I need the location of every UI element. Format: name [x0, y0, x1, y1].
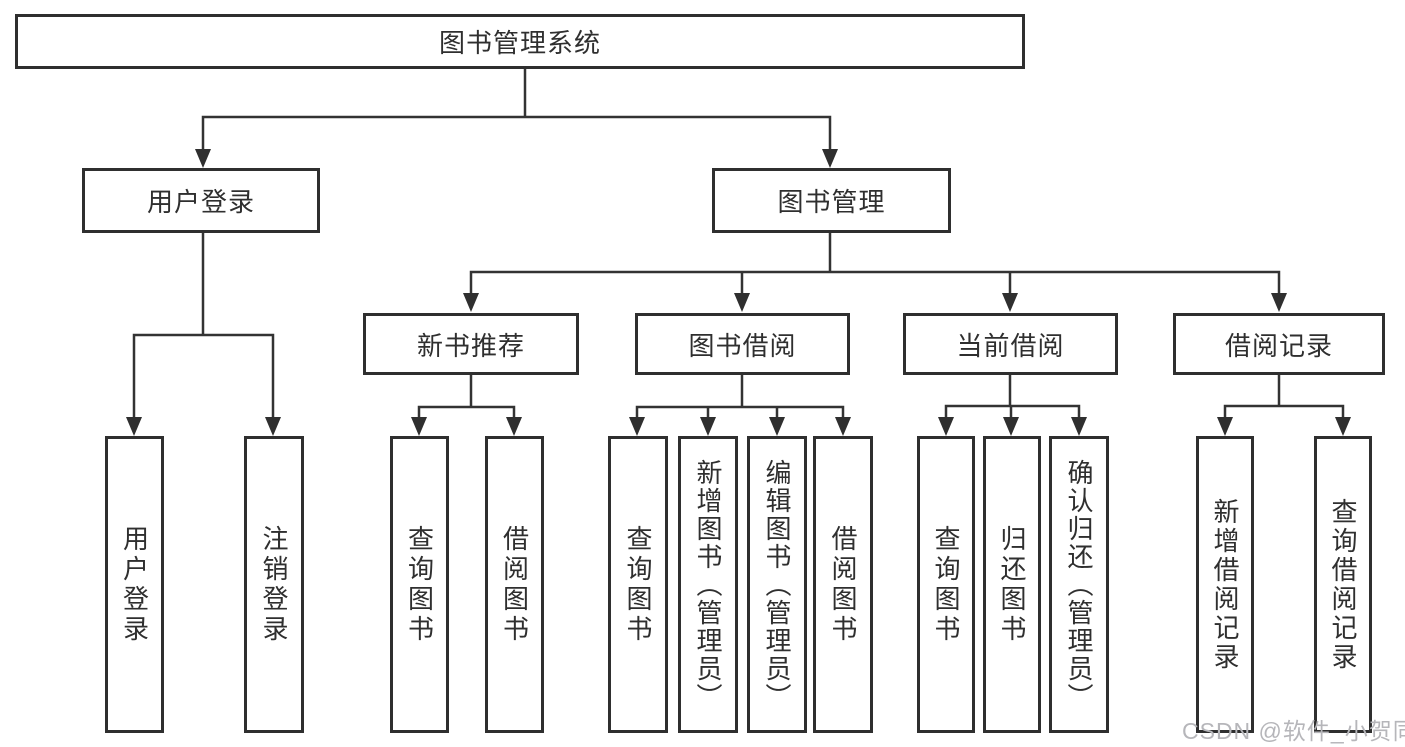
leaf-label: 查询图书	[404, 524, 435, 645]
leaf-label: 新增借阅记录	[1210, 497, 1240, 672]
node-label: 用户登录	[146, 187, 255, 217]
leaf-label: 查询借阅记录	[1328, 497, 1358, 672]
node-label: 借阅记录	[1224, 330, 1333, 361]
arrowhead-nb-leaf2	[506, 417, 522, 436]
leaf-user-login: 用户登录	[105, 436, 164, 733]
leaf-label: 查询图书	[931, 524, 961, 645]
arrowhead-bb-leaf4	[835, 417, 851, 436]
arrowhead-ul-leaf1	[126, 417, 142, 436]
leaf-label: 确认归还（管理员）	[1064, 458, 1094, 711]
leaf-query-borrow-record: 查询借阅记录	[1314, 436, 1372, 733]
leaf-borrow-book-2: 借阅图书	[813, 436, 873, 733]
arrowhead-bb-leaf2	[700, 417, 716, 436]
arrowhead-bb-leaf3	[769, 417, 785, 436]
leaf-query-book-1: 查询图书	[390, 436, 449, 733]
node-book-management: 图书管理	[712, 168, 951, 233]
leaf-borrow-book-1: 借阅图书	[485, 436, 544, 733]
node-label: 当前借阅	[956, 330, 1065, 361]
leaf-add-borrow-record: 新增借阅记录	[1196, 436, 1254, 733]
arrowhead-cb-leaf2	[1003, 417, 1019, 436]
arrowhead-ul-leaf2	[265, 417, 281, 436]
arrowhead-bookborrow	[734, 293, 750, 312]
node-new-book-recommend: 新书推荐	[363, 313, 579, 375]
connector-newbook-branch	[417, 405, 516, 419]
csdn-watermark: CSDN @软件_小贺同学	[1182, 718, 1405, 744]
leaf-confirm-return-admin: 确认归还（管理员）	[1049, 436, 1109, 733]
arrowhead-bookmgmt	[822, 149, 838, 168]
leaf-label: 借阅图书	[499, 524, 530, 645]
leaf-add-book-admin: 新增图书（管理员）	[678, 436, 738, 733]
connector-userlogin-branch	[132, 333, 275, 419]
leaf-label: 用户登录	[119, 524, 150, 645]
connector-currentborrow-branch	[944, 404, 1081, 419]
node-label: 图书管理	[777, 187, 886, 217]
connector-level2-branch	[201, 115, 832, 150]
leaf-edit-book-admin: 编辑图书（管理员）	[747, 436, 807, 733]
node-user-login: 用户登录	[82, 168, 320, 233]
node-label: 图书借阅	[688, 330, 797, 361]
leaf-label: 注销登录	[259, 524, 289, 645]
connector-bookborrow-branch	[635, 405, 845, 419]
arrowhead-currentborrow	[1002, 293, 1018, 312]
leaf-label: 借阅图书	[828, 524, 858, 645]
leaf-label: 编辑图书（管理员）	[762, 458, 792, 711]
connector-borrowrecord-branch	[1223, 404, 1345, 419]
node-current-borrow: 当前借阅	[903, 313, 1118, 375]
node-borrow-record: 借阅记录	[1173, 313, 1385, 375]
arrowhead-nb-leaf1	[411, 417, 427, 436]
leaf-logout: 注销登录	[244, 436, 304, 733]
leaf-query-book-2: 查询图书	[608, 436, 668, 733]
connector-level3-branch	[469, 270, 1281, 295]
leaf-label: 归还图书	[997, 524, 1027, 645]
arrowhead-cb-leaf3	[1071, 417, 1087, 436]
node-label: 图书管理系统	[438, 28, 601, 58]
node-book-borrow: 图书借阅	[635, 313, 850, 375]
arrowhead-userlogin	[195, 149, 211, 168]
leaf-return-book: 归还图书	[983, 436, 1041, 733]
node-library-management-system: 图书管理系统	[15, 14, 1025, 69]
arrowhead-br-leaf2	[1335, 417, 1351, 436]
arrowhead-br-leaf1	[1217, 417, 1233, 436]
arrowhead-borrowrecord	[1271, 293, 1287, 312]
arrowhead-cb-leaf1	[938, 417, 954, 436]
arrowhead-bb-leaf1	[629, 417, 645, 436]
leaf-query-book-3: 查询图书	[917, 436, 975, 733]
arrowhead-newbook	[463, 293, 479, 312]
leaf-label: 查询图书	[623, 524, 653, 645]
node-label: 新书推荐	[416, 330, 525, 361]
leaf-label: 新增图书（管理员）	[693, 458, 723, 711]
